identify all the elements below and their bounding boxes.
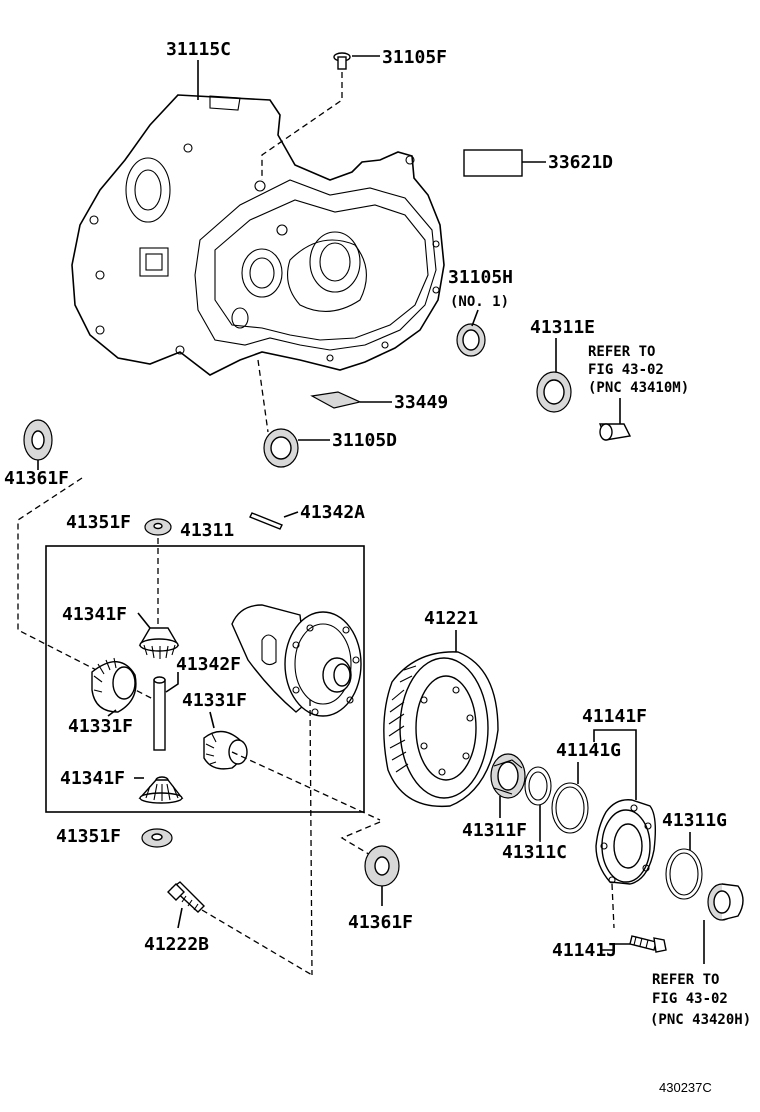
refer2-line1: REFER TO — [652, 972, 719, 988]
label-41311C: 41311C — [502, 842, 567, 863]
bearing-41311E — [536, 371, 572, 413]
side-gear-41331F-right — [203, 730, 248, 770]
label-41331F-left: 41331F — [68, 716, 133, 737]
label-41351F-bot: 41351F — [56, 826, 121, 847]
refer1-line1: REFER TO — [588, 344, 655, 360]
refer1-line2: FIG 43-02 — [588, 362, 664, 378]
o-ring-41141G — [551, 782, 589, 834]
label-33449: 33449 — [394, 392, 448, 413]
transaxle-case-31115C — [71, 94, 445, 376]
pinion-gear-41341F-top — [138, 627, 180, 659]
label-plate-33621D — [463, 149, 523, 177]
pin-41342A — [249, 512, 283, 530]
side-gear-41331F-left — [91, 657, 137, 713]
refer2-line3: (PNC 43420H) — [650, 1012, 751, 1028]
bearing-race-ref-bottom — [707, 883, 744, 921]
label-41341F-bot: 41341F — [60, 768, 125, 789]
bolt-41222B — [167, 881, 205, 913]
washer-41351F-top — [144, 518, 172, 536]
label-41311: 41311 — [180, 520, 234, 541]
label-41141J: 41141J — [552, 940, 617, 961]
washer-41351F-bot — [141, 828, 173, 848]
label-41221: 41221 — [424, 608, 478, 629]
figure-id: 430237C — [659, 1080, 712, 1095]
label-41361F-top: 41361F — [4, 468, 69, 489]
label-41141G: 41141G — [556, 740, 621, 761]
assembly-box-41311 — [45, 545, 365, 813]
magnet-33449 — [310, 391, 362, 409]
label-41361F-bot: 41361F — [348, 912, 413, 933]
bearing-41311F — [490, 753, 526, 799]
label-33621D: 33621D — [548, 152, 613, 173]
refer1-line3: (PNC 43410M) — [588, 380, 689, 396]
pinion-gear-41341F-bot — [138, 776, 184, 804]
label-31115C: 31115C — [166, 39, 231, 60]
label-no1: (NO. 1) — [450, 294, 509, 310]
differential-case — [231, 604, 362, 717]
pinion-shaft-41342F — [153, 676, 166, 751]
label-41141F: 41141F — [582, 706, 647, 727]
label-41342F: 41342F — [176, 654, 241, 675]
washer-41361F-top — [23, 419, 53, 461]
o-ring-41311G — [665, 848, 703, 900]
label-41311E: 41311E — [530, 317, 595, 338]
label-41341F-top: 41341F — [62, 604, 127, 625]
label-31105F: 31105F — [382, 47, 447, 68]
label-41311G: 41311G — [662, 810, 727, 831]
label-41342A: 41342A — [300, 502, 365, 523]
drain-plug-31105F — [261, 52, 380, 180]
oil-seal-31105D — [263, 428, 299, 468]
bolt-41141J — [629, 935, 667, 953]
ring-gear-41221 — [383, 651, 499, 808]
bearing-race-ref — [598, 423, 632, 441]
label-41222B: 41222B — [144, 934, 209, 955]
refer2-line2: FIG 43-02 — [652, 991, 728, 1007]
label-31105H: 31105H — [448, 267, 513, 288]
label-41351F-top: 41351F — [66, 512, 131, 533]
label-41331F-right: 41331F — [182, 690, 247, 711]
label-31105D: 31105D — [332, 430, 397, 451]
shim-41311C — [524, 766, 552, 806]
washer-41361F-bot — [364, 845, 400, 887]
oil-seal-31105H — [456, 323, 486, 357]
bearing-retainer-41141F — [595, 799, 657, 885]
label-41311F: 41311F — [462, 820, 527, 841]
